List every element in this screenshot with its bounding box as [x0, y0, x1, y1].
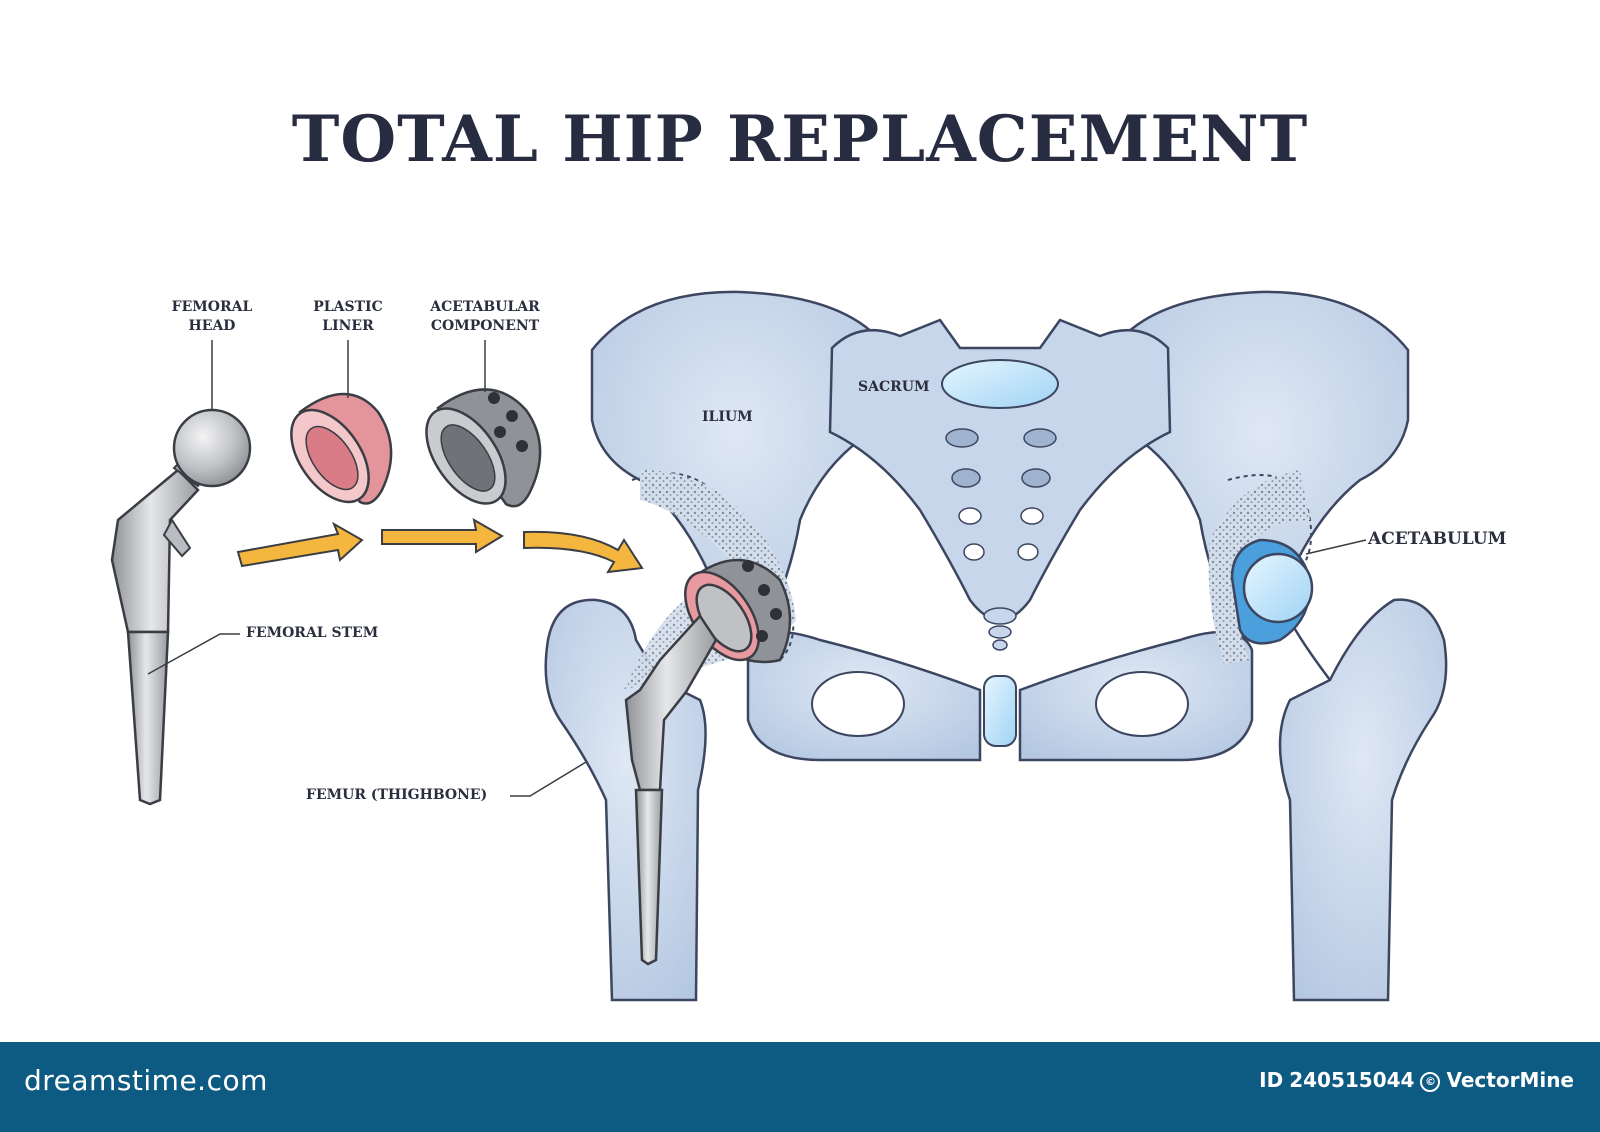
femoral-head-natural	[1242, 552, 1314, 624]
arrow-2	[381, 518, 504, 554]
acetabulum-left-outline	[631, 472, 795, 661]
label-femur: FEMUR (THIGHBONE)	[306, 787, 488, 803]
diagram-title: TOTAL HIP REPLACEMENT	[291, 102, 1309, 177]
leader-acetabulum	[1305, 539, 1367, 555]
label-femoral-stem: FEMORAL STEM	[246, 625, 379, 641]
pelvis	[590, 290, 1410, 762]
footer-id-label: ID	[1259, 1068, 1284, 1092]
arrow-1	[236, 521, 364, 568]
leader-femur	[510, 755, 597, 797]
footer-author[interactable]: VectorMine	[1446, 1068, 1574, 1092]
label-acetabulum: ACETABULUM	[1368, 529, 1507, 549]
femoral-implant	[110, 408, 252, 806]
label-ilium: ILIUM	[702, 409, 753, 425]
diagram-illustration	[110, 290, 1448, 1002]
implanted-prosthesis	[624, 558, 792, 966]
label-sacrum: SACRUM	[858, 379, 930, 395]
copyright-icon: ©	[1420, 1072, 1441, 1092]
leader-femoral-stem	[147, 633, 240, 675]
footer-id-value: 240515044	[1289, 1068, 1415, 1092]
right-femur	[1249, 598, 1448, 1002]
plastic-liner	[290, 392, 393, 505]
acetabular-component	[425, 388, 542, 508]
arrow-3	[523, 530, 644, 574]
footer-brand[interactable]: dreamstime.com	[24, 1064, 268, 1097]
